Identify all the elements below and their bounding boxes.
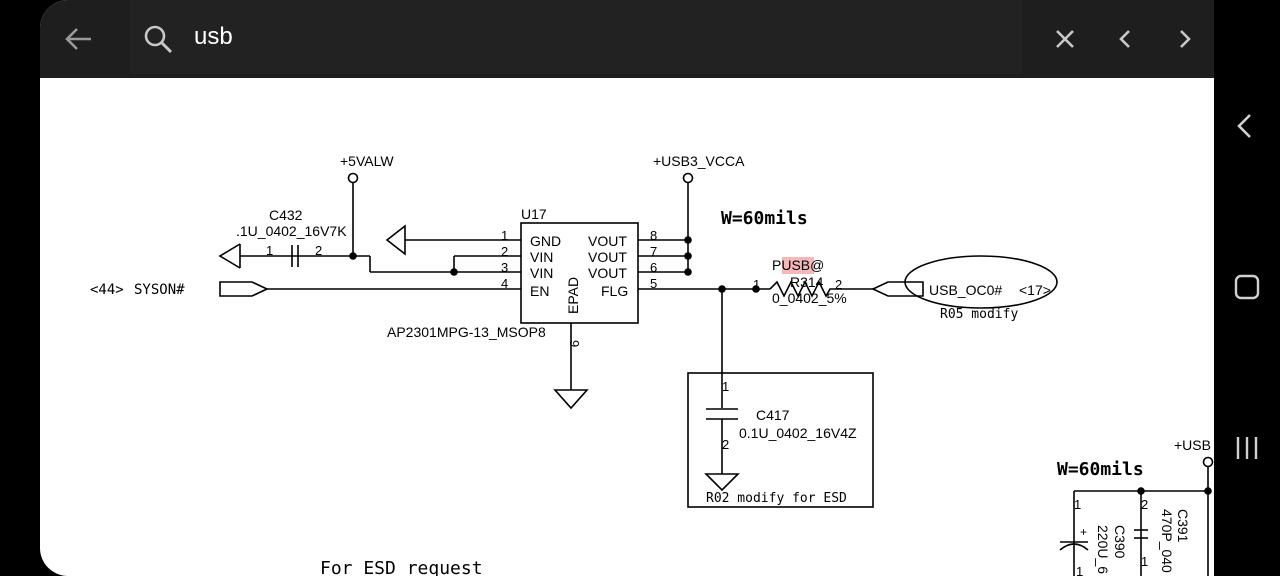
- c390-value: 220U_6: [1095, 525, 1111, 574]
- width-note: W=60mils: [721, 208, 808, 229]
- syson-net: SYSON#: [134, 282, 185, 298]
- u17-pin-name: VOUT: [588, 249, 627, 265]
- r05-note: R05 modify: [940, 307, 1018, 322]
- c432-pin1: 1: [266, 243, 273, 258]
- u17-pin-name: VOUT: [588, 233, 627, 249]
- u17-pin-name: EN: [530, 283, 549, 299]
- c390-pin1: 1: [1074, 497, 1081, 512]
- r314-pin1: 1: [753, 277, 760, 292]
- u17-pin-number: 3: [501, 260, 508, 275]
- u17-pin-name: VIN: [530, 265, 553, 281]
- width-note-2: W=60mils: [1057, 459, 1144, 480]
- back-arrow-icon[interactable]: [62, 25, 94, 53]
- c390-plus: +: [1080, 525, 1087, 539]
- c391-value: 470P_040: [1159, 509, 1175, 573]
- nav-recents-icon[interactable]: [1234, 434, 1260, 462]
- search-match-highlight: [782, 257, 814, 274]
- u17-pin-name: VOUT: [588, 265, 627, 281]
- r314-pin2: 2: [835, 277, 842, 292]
- net-label-usb: +USB: [1174, 437, 1211, 453]
- chevron-left-icon[interactable]: [1115, 27, 1135, 51]
- c432-value: .1U_0402_16V7K: [236, 223, 347, 239]
- u17-pin-number: 5: [650, 276, 657, 291]
- c417-pin2: 2: [722, 437, 729, 452]
- nav-back-chevron-icon[interactable]: [1232, 112, 1258, 140]
- u17-pin-name: FLG: [601, 283, 628, 299]
- c432-ref: C432: [269, 207, 303, 223]
- c417-pin1: 1: [722, 379, 729, 394]
- nav-home-square-icon[interactable]: [1233, 273, 1261, 301]
- c391-ref: C391: [1175, 509, 1191, 543]
- u17-pin-number: 6: [650, 260, 657, 275]
- c391-pin1: 1: [1141, 554, 1148, 569]
- c417-value: 0.1U_0402_16V4Z: [739, 425, 857, 441]
- c391-pin2: 2: [1141, 497, 1148, 512]
- net-label-5valw: +5VALW: [340, 153, 394, 169]
- u17-pin-number: 8: [650, 228, 657, 243]
- c417-ref: C417: [756, 407, 790, 423]
- u17-pin-name: VIN: [530, 249, 553, 265]
- search-field[interactable]: [130, 0, 1022, 74]
- u17-epad-label: EPAD: [565, 277, 581, 314]
- u17-ref: U17: [521, 206, 547, 222]
- u17-epad-pin: 9: [567, 340, 582, 347]
- chevron-right-icon[interactable]: [1175, 27, 1195, 51]
- close-icon[interactable]: [1054, 28, 1076, 50]
- r314-value: 0_0402_5%: [772, 290, 847, 306]
- r314-variant: PUSB@: [772, 257, 824, 273]
- u17-part: AP2301MPG-13_MSOP8: [387, 324, 546, 340]
- c417-note: R02 modify for ESD: [706, 491, 847, 506]
- net-label-usb3-vcca: +USB3_VCCA: [653, 153, 745, 169]
- u17-pin-number: 2: [501, 244, 508, 259]
- r314-ref: R314: [790, 274, 824, 290]
- navigation-bar: [1214, 0, 1280, 576]
- u17-pin-name: GND: [530, 233, 561, 249]
- u17-pin-number: 1: [501, 228, 508, 243]
- usb-oc0-ref: <17>: [1019, 282, 1051, 298]
- c390-ref: C390: [1112, 525, 1128, 559]
- esd-note: For ESD request: [320, 558, 483, 576]
- u17-pin-number: 4: [501, 276, 508, 291]
- document-viewer: usb: [40, 0, 1214, 576]
- usb-oc0-net: USB_OC0#: [929, 282, 1002, 298]
- schematic-page: +5VALW +USB3_VCCA W=60mils C432 .1U_0402…: [90, 153, 1214, 576]
- bottom-pin: 1: [1076, 564, 1083, 576]
- syson-ref: <44>: [90, 282, 124, 298]
- search-toolbar: usb: [40, 0, 1214, 78]
- u17-pin-number: 7: [650, 244, 657, 259]
- search-icon: [144, 25, 173, 54]
- c432-pin2: 2: [315, 243, 322, 258]
- search-input[interactable]: usb: [194, 23, 233, 50]
